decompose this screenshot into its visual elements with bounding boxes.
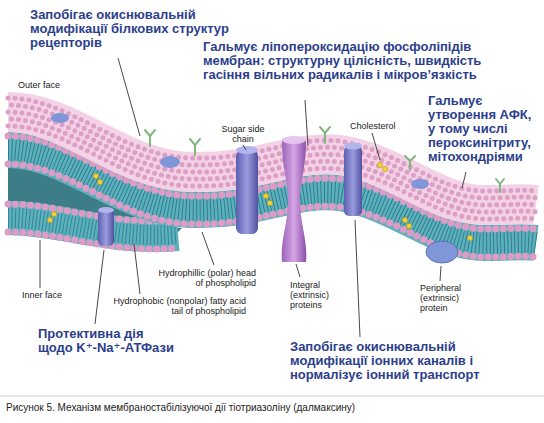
proteins <box>51 113 458 263</box>
protein-top <box>236 146 258 154</box>
cholesterol-dot <box>467 235 472 240</box>
cholesterol-dot <box>377 162 382 167</box>
leader-line <box>134 244 140 294</box>
ion-channel <box>344 146 362 216</box>
caption-rule <box>0 396 544 397</box>
leader-line <box>462 172 466 188</box>
part-label: Integral (extrinsic) proteins <box>290 280 338 310</box>
integral-protein <box>236 150 258 234</box>
cholesterol-dot <box>382 166 387 171</box>
cholesterol-dot <box>263 193 268 198</box>
integral-protein <box>282 140 307 262</box>
cholesterol-dot <box>97 179 102 184</box>
leader-lines <box>40 58 466 337</box>
cholesterol-dot <box>47 217 52 222</box>
surface-protein <box>411 179 429 189</box>
sugar-chain <box>320 127 330 143</box>
cholesterol-dot <box>93 173 98 178</box>
leader-line <box>95 250 104 324</box>
surface-protein <box>51 113 69 123</box>
sugar-chain <box>496 179 504 192</box>
polar-heads <box>8 232 178 249</box>
protein-top <box>344 143 362 150</box>
part-label: Hydrophobic (nonpolar) fatty acid tail o… <box>108 296 246 316</box>
sugar-chain <box>405 156 415 170</box>
part-label: Peripheral (extrinsic) protein <box>420 283 470 313</box>
callout-text: Запобігає окиснювальній модифікації білк… <box>30 8 230 50</box>
part-label: Cholesterol <box>350 121 396 131</box>
callout-text: Запобігає окиснювальній модифікації іонн… <box>290 340 522 382</box>
leader-line <box>243 145 246 150</box>
cholesterol-dot <box>267 200 272 205</box>
protein-top <box>98 207 114 213</box>
peripheral-protein <box>426 241 458 263</box>
protein-top <box>282 136 306 144</box>
leader-line <box>372 133 380 160</box>
part-label: Hydrophillic (polar) head of phospholipi… <box>158 268 256 288</box>
leader-line <box>296 264 300 277</box>
cholesterol-dot <box>51 211 56 216</box>
callout-text: Протективна дія щодо K⁺-Na⁺-АТФази <box>38 327 180 355</box>
surface-protein <box>160 156 180 168</box>
leader-line <box>118 58 140 136</box>
callout-text: Гальмує ліпопероксидацію фосфоліпідів ме… <box>203 40 488 82</box>
figure-caption: Рисунок 5. Механізм мембраностабілізуючо… <box>6 402 355 414</box>
part-label: Sugar side chain <box>220 124 266 144</box>
leader-line <box>202 232 214 265</box>
sugar-chain <box>145 130 155 146</box>
leader-line <box>355 220 360 337</box>
leader-line <box>40 240 41 288</box>
cholesterol-dot <box>402 217 407 222</box>
leader-line <box>440 266 441 281</box>
part-label: Outer face <box>18 80 60 90</box>
part-label: Inner face <box>22 290 62 300</box>
sugar-chain <box>190 139 200 155</box>
cholesterol-dot <box>406 223 411 228</box>
callout-text: Гальмує утворення АФК, у тому числі перо… <box>428 94 540 164</box>
leader-line <box>305 100 308 146</box>
atpase-protein <box>98 210 114 246</box>
